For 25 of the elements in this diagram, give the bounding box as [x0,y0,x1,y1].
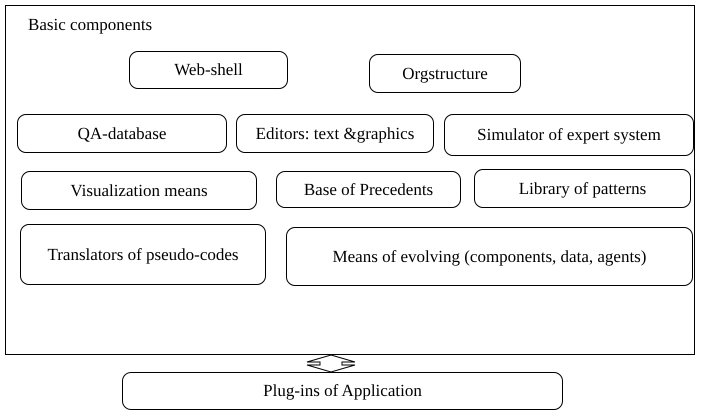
component-label: QA-database [78,124,166,144]
component-box [20,224,266,285]
component-label: Translators of pseudo-codes [47,244,239,264]
component-box [17,114,227,153]
component-label: Base of Precedents [304,180,434,200]
component-box [276,171,461,208]
container-box [5,5,695,355]
component-box [21,171,257,210]
component-box [444,114,694,156]
component-label: Visualization means [70,180,208,200]
component-label: Web-shell [174,60,243,80]
component-label: Editors: text &graphics [256,124,414,144]
component-box [369,54,521,93]
double-arrow [306,354,356,373]
component-label: Orgstructure [402,64,488,84]
container-title: Basic components [28,14,152,36]
component-label: Library of patterns [518,178,646,198]
component-label: Plug-ins of Application [263,381,422,401]
component-label: Simulator of expert system [477,125,661,145]
component-box [286,227,693,286]
component-box [236,114,434,153]
component-box [474,169,691,208]
component-box [122,372,563,410]
component-box [129,51,288,89]
component-label: Means of evolving (components, data, agents) [332,246,646,266]
